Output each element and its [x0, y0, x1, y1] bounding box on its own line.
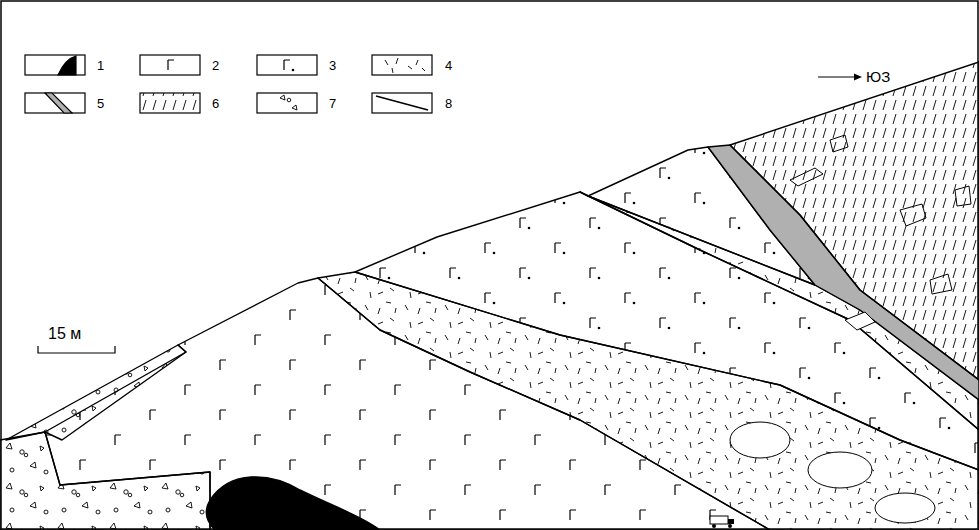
arrow-shaft	[818, 76, 858, 77]
dash-sample	[385, 58, 425, 73]
legend-box	[257, 93, 317, 113]
legend-box	[140, 93, 200, 113]
direction-arrow	[818, 74, 862, 81]
truck-icon	[710, 516, 734, 528]
legend-box	[372, 93, 432, 113]
scale-label: 15 м	[48, 326, 81, 342]
legend-box	[372, 55, 432, 75]
gabbro-sample	[168, 60, 174, 70]
legend-box	[140, 55, 200, 75]
legend-number: 6	[212, 97, 219, 110]
breccia-sample	[287, 98, 291, 102]
legend-box	[25, 93, 85, 113]
inclusion	[808, 452, 872, 488]
scale-bar	[38, 346, 115, 353]
legend-samples	[25, 55, 432, 113]
legend-number: 3	[329, 59, 336, 72]
xenolith	[790, 168, 823, 186]
truck-wheel	[712, 524, 716, 528]
xenolith	[955, 186, 971, 206]
gabbro-dot	[292, 69, 295, 72]
ore-body	[206, 477, 380, 530]
xenolith	[930, 274, 952, 294]
gabbro-sample	[284, 60, 290, 70]
truck-body	[710, 516, 728, 524]
schist-unit	[730, 62, 979, 380]
inclusion	[845, 312, 875, 330]
ore-body-sample	[58, 56, 76, 75]
section-units	[0, 62, 979, 530]
xenolith	[830, 135, 848, 152]
inclusion	[875, 493, 935, 523]
legend-number: 4	[445, 59, 452, 72]
dike-sample	[45, 93, 72, 113]
legend-number: 1	[97, 59, 104, 72]
arrow-head	[854, 74, 862, 81]
legend-number: 8	[445, 97, 452, 110]
legend-box	[25, 55, 85, 75]
legend-box	[257, 55, 317, 75]
inclusion	[730, 422, 790, 458]
truck-wheel	[728, 524, 732, 528]
contact-sample	[376, 96, 428, 110]
inclusions	[730, 135, 971, 523]
legend-number: 5	[97, 97, 104, 110]
legend-number: 2	[212, 59, 219, 72]
xenolith	[900, 204, 926, 226]
truck-cab	[728, 519, 734, 524]
direction-label: ЮЗ	[866, 69, 890, 84]
legend-number: 7	[329, 97, 336, 110]
breccia-sample	[280, 95, 297, 110]
